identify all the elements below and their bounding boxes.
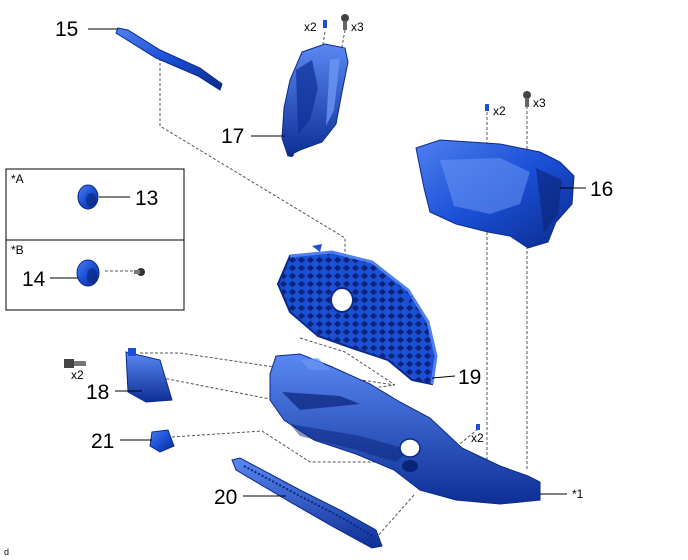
qty-clip-bumper: x2 (471, 431, 484, 445)
screw-16-icon (523, 91, 531, 99)
clip-bumper-icon (476, 424, 480, 430)
quantities: x2 x3 x2 x3 x2 x2 (71, 20, 546, 445)
clip-17-icon (323, 20, 327, 28)
part-16-fender (415, 139, 575, 249)
part-21-cover (149, 429, 175, 453)
qty-clip-17: x2 (304, 20, 317, 34)
callout-21: 21 (91, 430, 114, 453)
note-bumper: *1 (572, 487, 584, 501)
part-20-strip (231, 457, 383, 549)
callout-18: 18 (86, 381, 109, 404)
note-variant-b: *B (11, 243, 24, 257)
callout-20: 20 (214, 486, 237, 509)
clip-16-icon (485, 104, 489, 111)
part-13-emblem (77, 184, 99, 210)
part-17-bracket (281, 43, 349, 157)
line-21 (171, 430, 410, 463)
part-18-bracket (125, 348, 173, 403)
callout-15: 15 (55, 18, 78, 41)
part-19-grille (276, 244, 438, 386)
callout-16: 16 (590, 178, 613, 201)
bumper-cover (269, 353, 541, 505)
leader-lines (50, 28, 586, 497)
fasteners-16 (485, 91, 531, 111)
note-variant-a: *A (11, 172, 24, 186)
callout-13: 13 (135, 187, 158, 210)
line-15-to-19 (159, 58, 346, 262)
line-18-a (140, 352, 396, 386)
callout-17: 17 (221, 125, 244, 148)
qty-clip-16: x2 (493, 104, 506, 118)
bolt-18-icon (64, 359, 74, 368)
qty-bolt-18: x2 (71, 368, 84, 382)
variant-box (5, 168, 185, 311)
screw-17-icon (341, 14, 349, 22)
qty-screw-17: x3 (351, 20, 364, 34)
part-14-emblem (76, 259, 145, 287)
part-15-molding (115, 27, 223, 91)
line-19-lower (299, 337, 396, 386)
callout-14: 14 (22, 268, 46, 291)
callouts: 15 17 16 13 14 18 19 21 20 (22, 18, 613, 509)
line-20 (375, 494, 415, 539)
callout-19: 19 (458, 366, 481, 389)
fasteners-18 (64, 359, 86, 368)
qty-screw-16: x3 (533, 96, 546, 110)
notes: *A *B *1 d (4, 172, 584, 557)
fasteners-17 (323, 14, 349, 30)
corner-mark: d (4, 547, 9, 557)
